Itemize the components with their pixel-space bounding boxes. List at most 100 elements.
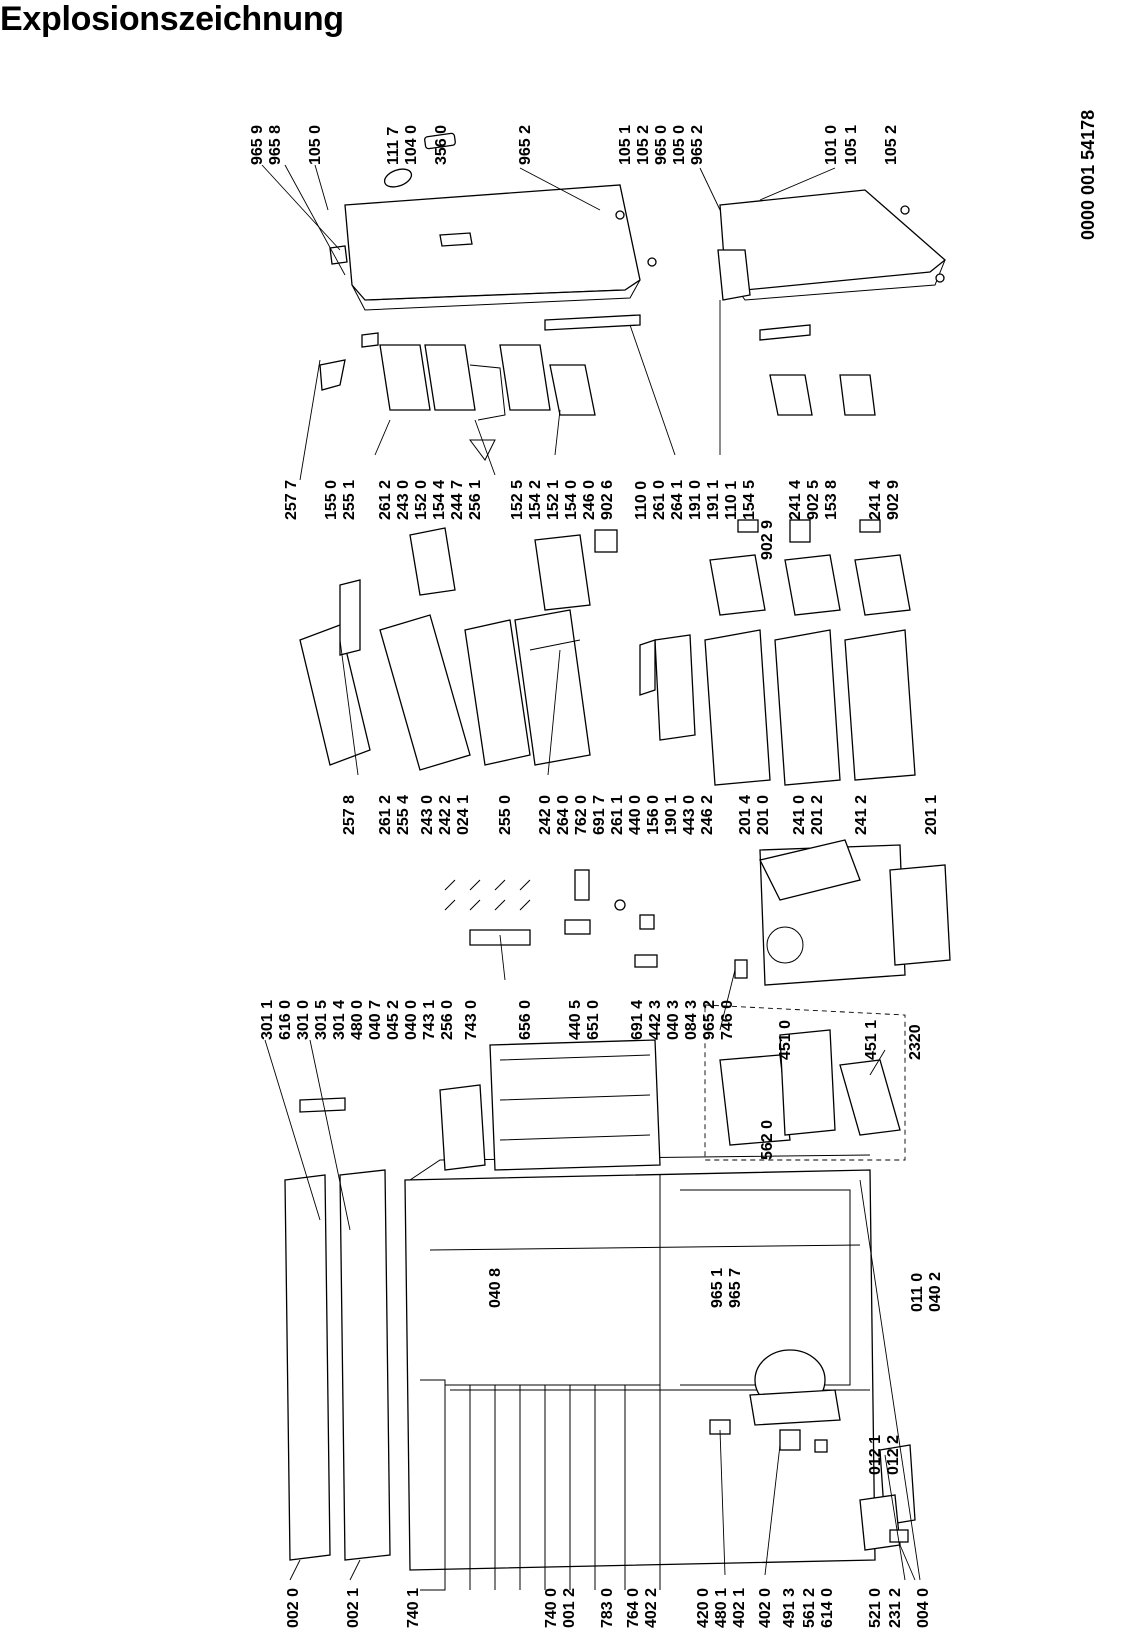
label-191-1: 191 1 (705, 480, 722, 520)
label-152-1: 152 1 (545, 480, 562, 520)
label-743-1: 743 1 (421, 1000, 438, 1040)
label-562-0: 562 0 (759, 1120, 776, 1160)
label-152-0: 152 0 (413, 480, 430, 520)
label-246-2: 246 2 (699, 795, 716, 835)
label-521-0: 521 0 (867, 1588, 884, 1628)
label-231-2: 231 2 (887, 1588, 904, 1628)
label-241-4-b: 241 4 (867, 480, 884, 520)
label-402-0: 402 0 (757, 1588, 774, 1628)
parts-artwork (261, 132, 951, 1591)
label-244-7: 244 7 (449, 480, 466, 520)
label-451-1: 451 1 (863, 1020, 880, 1060)
label-256-0: 256 0 (439, 1000, 456, 1040)
label-746-0: 746 0 (719, 1000, 736, 1040)
label-002-0: 002 0 (285, 1588, 302, 1628)
label-491-3: 491 3 (781, 1588, 798, 1628)
label-045-2: 045 2 (385, 1000, 402, 1040)
label-201-1: 201 1 (923, 795, 940, 835)
label-402-2: 402 2 (643, 1588, 660, 1628)
label-155-0: 155 0 (323, 480, 340, 520)
label-243-0-door: 243 0 (395, 480, 412, 520)
label-001-2: 001 2 (561, 1588, 578, 1628)
control-parts-part (444, 869, 658, 968)
page-title: Explosionszeichnung (0, 0, 344, 38)
label-012-2: 012 2 (885, 1435, 902, 1475)
label-111-7: 111 7 (385, 127, 402, 165)
label-012-1: 012 1 (867, 1435, 884, 1475)
label-242-2: 242 2 (437, 795, 454, 835)
label-561-2: 561 2 (801, 1588, 818, 1628)
shelves-drawers-part (299, 519, 916, 786)
label-301-0: 301 0 (295, 1000, 312, 1040)
label-2320: 2320 (907, 1024, 924, 1060)
label-201-2: 201 2 (809, 795, 826, 835)
label-451-0: 451 0 (777, 1020, 794, 1060)
label-264-0: 264 0 (555, 795, 572, 835)
label-965-8: 965 8 (267, 125, 284, 165)
label-040-0: 040 0 (403, 1000, 420, 1040)
label-154-4: 154 4 (431, 480, 448, 520)
label-616-0: 616 0 (277, 1000, 294, 1040)
label-902-5: 902 5 (805, 480, 822, 520)
leader-lines (261, 164, 921, 1581)
label-301-5: 301 5 (313, 1000, 330, 1040)
label-255-1: 255 1 (341, 480, 358, 520)
label-402-1: 402 1 (731, 1588, 748, 1628)
label-256-1: 256 1 (467, 480, 484, 520)
cabinet-body-part (404, 1039, 876, 1571)
label-201-0: 201 0 (755, 795, 772, 835)
label-440-5: 440 5 (567, 1000, 584, 1040)
label-154-2: 154 2 (527, 480, 544, 520)
label-255-4: 255 4 (395, 795, 412, 835)
label-656-0: 656 0 (517, 1000, 534, 1040)
label-101-0: 101 0 (823, 125, 840, 165)
label-902-9: 902 9 (759, 520, 776, 560)
label-257-8: 257 8 (341, 795, 358, 835)
label-201-4: 201 4 (737, 795, 754, 835)
label-356-0: 356 0 (433, 125, 450, 165)
label-154-5: 154 5 (741, 480, 758, 520)
label-764-0: 764 0 (625, 1588, 642, 1628)
label-040-8: 040 8 (487, 1268, 504, 1308)
label-480-0: 480 0 (349, 1000, 366, 1040)
label-420-0: 420 0 (695, 1588, 712, 1628)
label-241-4: 241 4 (787, 480, 804, 520)
label-154-0: 154 0 (563, 480, 580, 520)
label-002-1: 002 1 (345, 1588, 362, 1628)
label-965-2-top: 965 2 (517, 125, 534, 165)
cover-panels-part (284, 1097, 391, 1561)
label-040-7: 040 7 (367, 1000, 384, 1040)
label-040-2: 040 2 (927, 1272, 944, 1312)
label-191-0: 191 0 (687, 480, 704, 520)
label-105-1-b: 105 1 (843, 125, 860, 165)
label-261-2: 261 2 (377, 795, 394, 835)
label-246-0: 246 0 (581, 480, 598, 520)
upper-door-part (329, 132, 657, 348)
label-442-3: 442 3 (647, 1000, 664, 1040)
label-105-2-b: 105 2 (883, 125, 900, 165)
label-241-2: 241 2 (853, 795, 870, 835)
label-264-1: 264 1 (669, 480, 686, 520)
label-965-7: 965 7 (727, 1268, 744, 1308)
label-740-1: 740 1 (405, 1588, 422, 1628)
label-301-4: 301 4 (331, 1000, 348, 1040)
part-labels: 002 0 002 1 740 1 740 0 001 2 783 0 764 … (249, 125, 944, 1628)
label-301-1: 301 1 (259, 1000, 276, 1040)
label-084-3: 084 3 (683, 1000, 700, 1040)
label-255-0: 255 0 (497, 795, 514, 835)
label-011-0: 011 0 (909, 1273, 926, 1312)
condenser-part (420, 1379, 661, 1591)
label-783-0: 783 0 (599, 1588, 616, 1628)
label-257-7: 257 7 (283, 480, 300, 520)
label-104-0: 104 0 (403, 125, 420, 165)
document-number: 0000 001 54178 (1078, 110, 1098, 240)
label-004-0: 004 0 (915, 1588, 932, 1628)
label-105-0: 105 0 (307, 125, 324, 165)
label-241-0: 241 0 (791, 795, 808, 835)
lower-door-part (717, 189, 947, 341)
label-024-1: 024 1 (455, 795, 472, 835)
label-105-0-b: 105 0 (671, 125, 688, 165)
label-110-1: 110 1 (723, 481, 740, 520)
label-965-0: 965 0 (653, 125, 670, 165)
